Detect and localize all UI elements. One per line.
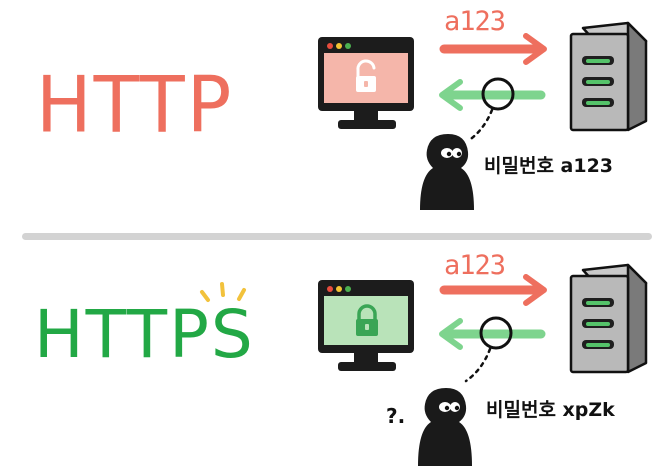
http-sent-value: a123: [444, 6, 506, 37]
unlocked-padlock-icon: [356, 59, 376, 92]
arrow-left-icon: [439, 318, 546, 350]
http-panel: HTTP: [0, 0, 669, 235]
https-protocol-label: HTTPS: [34, 296, 255, 373]
confused-question-mark: ?.: [386, 404, 406, 428]
arrow-right-icon: [439, 33, 547, 65]
http-protocol-label: HTTP: [36, 59, 234, 151]
section-divider: [22, 233, 652, 240]
monitor-icon: [318, 37, 414, 129]
server-icon: [569, 21, 648, 132]
eavesdropper-icon: [418, 388, 472, 466]
monitor-icon: [318, 280, 414, 371]
http-intercepted-password: 비밀번호 a123: [484, 155, 614, 177]
server-icon: [569, 263, 648, 374]
https-sent-value: a123: [444, 250, 506, 281]
arrow-right-icon: [439, 274, 547, 306]
https-illustration: [200, 263, 648, 466]
magnifier-icon: [466, 77, 515, 143]
eavesdropper-icon: [420, 134, 474, 210]
http-illustration: [318, 21, 648, 210]
https-intercepted-password: 비밀번호 xpZk: [486, 399, 615, 421]
https-panel: HTTPS: [0, 240, 669, 473]
magnifier-icon: [464, 316, 513, 383]
locked-padlock-icon: [356, 304, 378, 336]
arrow-left-icon: [439, 79, 546, 111]
attention-marks-icon: [200, 282, 246, 302]
